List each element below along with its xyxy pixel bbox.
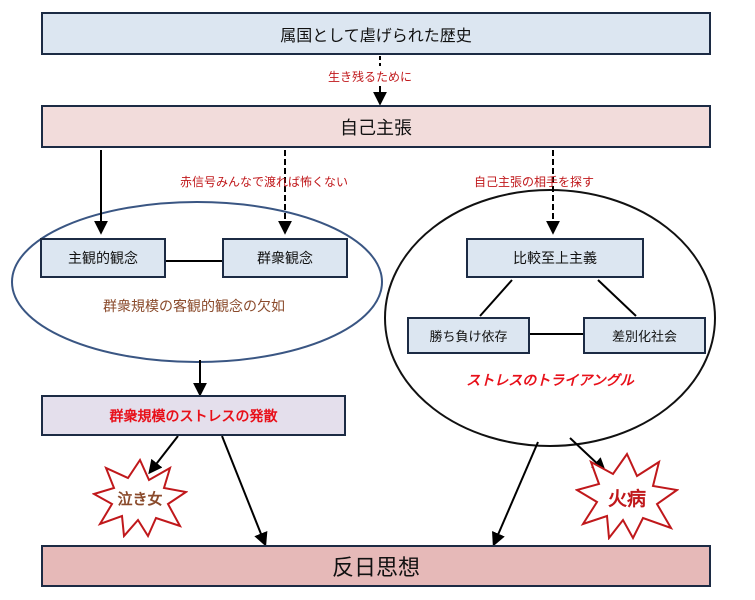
arrow-triangle-to-anti-japan	[492, 441, 539, 547]
link-comparison-discrimination	[597, 279, 637, 317]
hwabyung-burst: 火病	[574, 451, 680, 541]
arrow-stress-to-anti-japan	[221, 435, 268, 547]
label-red-light: 赤信号みんなで渡れば怖くない	[180, 175, 349, 189]
subjective-notion-box: 主観的観念	[40, 238, 166, 278]
label-find-partner: 自己主張の相手を探す	[474, 175, 595, 189]
anti-japan-box: 反日思想	[41, 545, 711, 587]
starburst-shape	[574, 451, 680, 541]
hwabyung-text: 火病	[607, 488, 646, 510]
crying-women-text: 泣き女	[117, 490, 163, 508]
discrimination-text: 差別化社会	[611, 330, 677, 345]
stress-triangle-caption: ストレスのトライアングル	[466, 373, 634, 389]
comparison-box: 比較至上主義	[466, 238, 644, 278]
win-lose-text: 勝ち負け依存	[429, 330, 508, 345]
left-group-caption: 群衆規模の客観的観念の欠如	[103, 299, 285, 315]
arrow-stress-to-crying-women	[148, 435, 179, 475]
stress-release-box: 群衆規模のストレスの発散	[41, 395, 346, 436]
left-group-oval	[11, 201, 383, 363]
win-lose-box: 勝ち負け依存	[407, 317, 530, 354]
link-comparison-winlose	[479, 279, 513, 317]
arrow-triangle-to-hwabyung	[569, 437, 607, 472]
comparison-text: 比較至上主義	[513, 251, 597, 267]
stress-release-text: 群衆規模のストレスの発散	[109, 408, 278, 425]
history-box: 属国として虐げられた歴史	[41, 12, 711, 55]
self-assertion-box: 自己主張	[41, 105, 711, 148]
discrimination-box: 差別化社会	[583, 317, 706, 354]
crying-women-burst: 泣き女	[91, 457, 189, 539]
starburst-shape	[91, 457, 189, 539]
self-assertion-text: 自己主張	[340, 117, 412, 139]
anti-japan-text: 反日思想	[331, 556, 420, 581]
history-text: 属国として虐げられた歴史	[280, 25, 472, 45]
group-notion-box: 群衆観念	[222, 238, 348, 278]
subjective-notion-text: 主観的観念	[68, 251, 138, 267]
group-notion-text: 群衆観念	[257, 251, 313, 267]
label-survive: 生き残るために	[328, 70, 413, 84]
